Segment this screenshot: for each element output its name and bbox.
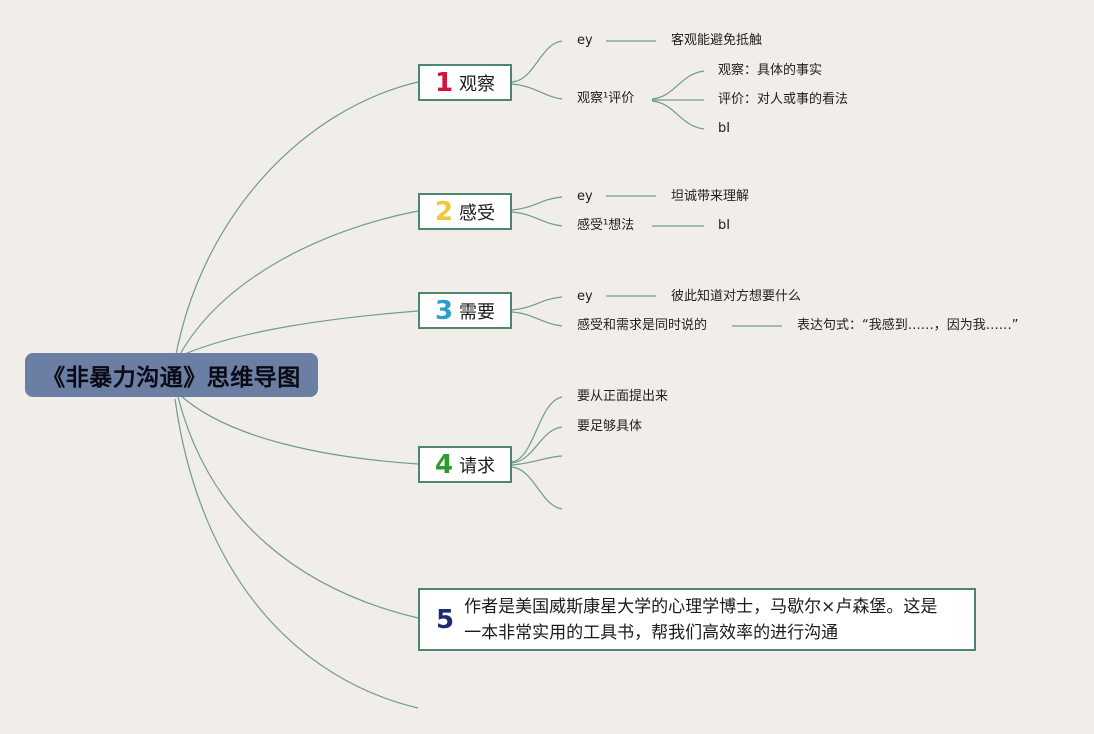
- root-topic[interactable]: 《非暴力沟通》思维导图: [25, 353, 318, 397]
- connector-b1-sub-1: [651, 70, 705, 100]
- branch-number-4: 4: [434, 449, 454, 480]
- leaf-b2-2[interactable]: 感受¹想法: [577, 218, 635, 233]
- connector-b3-leaf-1: [511, 296, 563, 311]
- branch-need[interactable]: 3 需要: [418, 292, 512, 329]
- branch-request[interactable]: 4 请求: [418, 446, 512, 483]
- leaf-b1-1[interactable]: eу: [577, 33, 593, 48]
- branch-label-need: 需要: [459, 301, 496, 323]
- leaf-b1-2-child-2[interactable]: 评价：对人或事的看法: [718, 92, 849, 107]
- connector-b1-leaf-2: [511, 83, 563, 100]
- branch-author-note[interactable]: 5 作者是美国威斯康星大学的心理学博士，马歇尔×卢森堡。这是 一本非常实用的工具…: [418, 588, 976, 651]
- leaf-b3-1-child[interactable]: 彼此知道对方想要什么: [671, 289, 802, 304]
- leaf-b4-1[interactable]: 要从正面提出来: [577, 389, 669, 404]
- leaf-b2-1[interactable]: eу: [577, 189, 593, 204]
- connector-root-branch-1: [174, 81, 419, 361]
- leaf-b1-2[interactable]: 观察¹评价: [577, 91, 635, 106]
- branch-observation[interactable]: 1 观察: [418, 64, 512, 101]
- author-description-line-2: 一本非常实用的工具书，帮我们高效率的进行沟通: [464, 622, 839, 643]
- connector-b4-leaf-3: [511, 455, 563, 466]
- connector-b4-leaf-2: [511, 426, 563, 464]
- leaf-b2-2-child[interactable]: bI: [718, 218, 731, 233]
- connector-root-branch-6: [174, 398, 419, 709]
- connector-b4-leaf-1: [511, 396, 563, 463]
- connector-root-branch-3: [179, 310, 419, 357]
- root-title: 《非暴力沟通》思维导图: [42, 365, 301, 391]
- branch-label-request: 请求: [459, 455, 496, 477]
- leaf-b3-1[interactable]: eу: [577, 289, 593, 304]
- connector-b1-sub-3: [651, 100, 705, 130]
- author-description: 作者是美国威斯康星大学的心理学博士，马歇尔×卢森堡。这是 一本非常实用的工具书，…: [464, 594, 937, 646]
- connector-root-branch-4: [179, 394, 419, 465]
- branch-number-2: 2: [434, 196, 454, 227]
- connector-b2-leaf-1: [511, 196, 563, 211]
- connector-b1-leaf-1: [511, 40, 563, 83]
- leaf-b2-1-child[interactable]: 坦诚带来理解: [671, 189, 750, 204]
- connector-root-branch-2: [177, 210, 419, 359]
- leaf-b3-2-child[interactable]: 表达句式：“我感到……，因为我……”: [797, 318, 1019, 333]
- author-description-line-1: 作者是美国威斯康星大学的心理学博士，马歇尔×卢森堡。这是: [464, 596, 938, 617]
- leaf-b1-1-child[interactable]: 客观能避免抵触: [671, 33, 763, 48]
- branch-number-5: 5: [436, 604, 455, 635]
- branch-label-feeling: 感受: [459, 202, 496, 224]
- connector-b4-leaf-4: [511, 466, 563, 510]
- branch-number-1: 1: [434, 67, 454, 98]
- leaf-b1-2-child-1[interactable]: 观察：具体的事实: [718, 63, 823, 78]
- branch-feeling[interactable]: 2 感受: [418, 193, 512, 230]
- connector-b3-leaf-2: [511, 311, 563, 327]
- branch-label-observation: 观察: [459, 73, 496, 95]
- connector-root-branch-5: [177, 396, 419, 619]
- leaf-b1-2-child-3[interactable]: bI: [718, 121, 731, 136]
- connector-b2-leaf-2: [511, 211, 563, 227]
- branch-number-3: 3: [434, 295, 454, 326]
- leaf-b3-2[interactable]: 感受和需求是同时说的: [577, 318, 708, 333]
- leaf-b4-2[interactable]: 要足够具体: [577, 419, 643, 434]
